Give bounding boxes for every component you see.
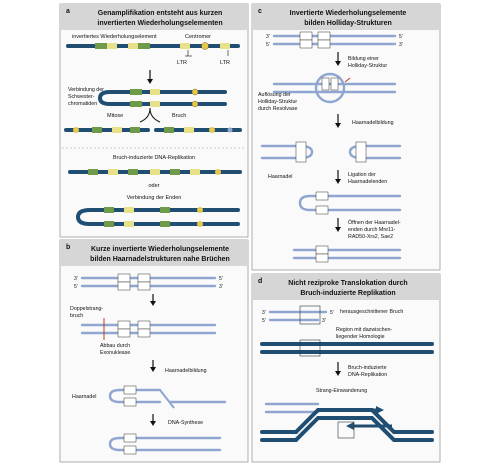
panel-c: c Invertierte Wiederholungselemente bild… [251, 3, 441, 271]
end-label: 5' [330, 310, 334, 316]
panel-d: d Nicht reziproke Translokation durch Br… [251, 273, 441, 463]
sister-chromatid-fusion [97, 88, 227, 108]
label-bir-d-2: DNA-Replikation [348, 372, 387, 378]
label-oder: oder [148, 183, 159, 189]
label-synthesis: DNA-Synthese [168, 420, 203, 426]
label-exo-line2: Exonuklease [100, 350, 130, 356]
panel-b-title-line2: bilden Haarnadelstrukturen nahe Brüchen [90, 256, 230, 263]
label-excised-break: herausgeschnittener Bruch [340, 309, 403, 315]
panel-b-title-line1: Kurze invertierte Wiederholungselemente [91, 246, 229, 253]
label-opening-1: Öffnen der Haarnadel- [348, 219, 401, 226]
label-resolution-2: Holliday-Struktur [258, 99, 297, 105]
repeat-block [138, 43, 150, 49]
label-exo-line1: Abbau durch [100, 343, 130, 349]
centromere-icon [201, 42, 209, 50]
repeat-block [128, 43, 138, 49]
label-opening-3: RAD50-Xrs2, Sae2 [348, 234, 393, 240]
label-strand-invasion: Strang-Einwanderung [316, 388, 367, 394]
panel-c-letter: c [258, 8, 262, 15]
panel-a: a Genamplifikation entsteht aus kurzen i… [59, 3, 249, 238]
end-label: 3' [399, 42, 403, 48]
panel-c-title-line1: Invertierte Wiederholungselemente [290, 10, 407, 17]
end-label: 5' [74, 284, 78, 290]
chromosome-1 [66, 42, 240, 50]
label-dsb-line2: bruch [70, 313, 83, 319]
repeat-block [220, 43, 230, 49]
label-bir-d-1: Bruch-induzierte [348, 365, 387, 371]
label-holliday-formation-2: Holliday-Struktur [348, 63, 387, 69]
panel-d-title-line2: Bruch-induzierte Replikation [300, 290, 395, 297]
label-sister-line3: chromatiden [68, 101, 97, 107]
label-homology-2: liegender Homologie [336, 334, 385, 340]
label-opening-2: enden durch Mre11- [348, 227, 396, 233]
end-joined-chromosome [75, 207, 240, 227]
end-label: 5' [219, 276, 223, 282]
panel-b: b Kurze invertierte Wiederholungselement… [59, 239, 249, 463]
label-ligation-1: Ligation der [348, 172, 376, 178]
end-label: 5' [399, 34, 403, 40]
label-ltr-2: LTR [220, 60, 230, 66]
label-bir: Bruch-induzierte DNA-Replikation [113, 155, 195, 161]
label-hairpin-formation-c: Haarnadelbildung [352, 120, 394, 126]
label-sister-line1: Verbindung der [68, 87, 104, 93]
label-hairpin-formation-b: Haarnadelbildung [165, 368, 207, 374]
end-label: 3' [219, 284, 223, 290]
hairpin-pair [260, 141, 402, 163]
label-end-joining: Verbindung der Enden [127, 195, 182, 201]
label-inverted-repeat: invertiertes Wiederholungselement [72, 34, 157, 40]
end-label: 3' [322, 318, 326, 324]
panel-a-title-line2: invertierten Wiederholungselementen [97, 20, 222, 27]
end-label: 3' [262, 310, 266, 316]
holliday-structure [272, 72, 397, 104]
label-bruch: Bruch [172, 113, 186, 119]
end-label: 5' [266, 42, 270, 48]
panel-d-letter: d [258, 278, 262, 285]
end-label: 5' [262, 318, 266, 324]
panel-d-title-line1: Nicht reziproke Translokation durch [288, 280, 407, 287]
repeat-block [180, 43, 190, 49]
bir-chromosome [68, 169, 242, 175]
label-resolution-1: Auflösung der [258, 92, 291, 98]
repeat-block [107, 43, 117, 49]
label-hairpin-c: Haarnadel [268, 174, 292, 180]
label-hairpin-b: Haarnadel [72, 394, 96, 400]
label-dsb-line1: Doppelstrang- [70, 306, 104, 312]
label-centromer: Centromer [185, 34, 211, 40]
label-mitose: Mitose [107, 113, 123, 119]
label-homology-1: Region mit dazwischen- [336, 327, 392, 333]
label-ligation-2: Haarnadelenden [348, 179, 387, 185]
panel-b-letter: b [66, 244, 70, 251]
label-sister-line2: Schwester- [68, 94, 95, 100]
end-label: 3' [74, 276, 78, 282]
label-holliday-formation-1: Bildung einer [348, 56, 379, 62]
strand-invasion-schematic [260, 402, 434, 442]
end-label: 3' [266, 34, 270, 40]
repeat-block [95, 43, 107, 49]
panel-c-title-line2: bilden Holliday-Strukturen [304, 20, 392, 27]
broken-chromosome [64, 127, 242, 133]
panel-a-letter: a [66, 8, 70, 15]
label-resolution-3: durch Resolvase [258, 106, 298, 112]
panel-a-title-line1: Genamplifikation entsteht aus kurzen [98, 10, 222, 17]
label-ltr-1: LTR [177, 60, 187, 66]
